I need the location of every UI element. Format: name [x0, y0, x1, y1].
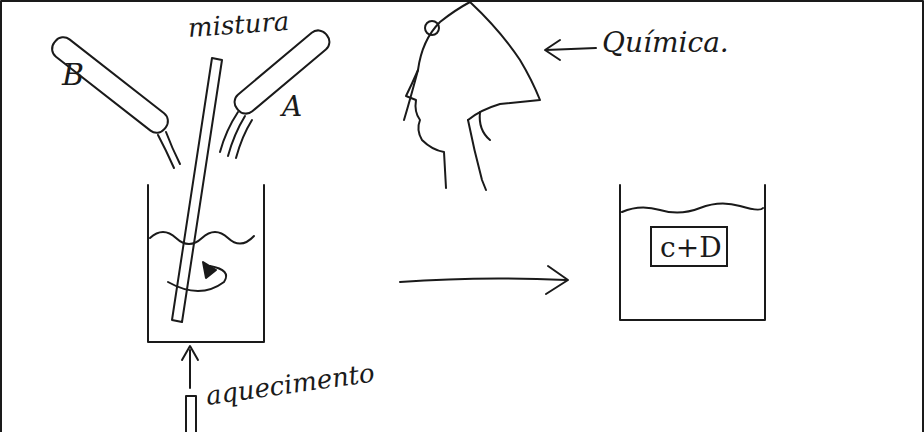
pour-stream: [166, 132, 180, 164]
person-label: Química.: [602, 28, 729, 59]
stirring-rod: [172, 58, 222, 322]
beaker: [148, 185, 264, 342]
chemist-head: [404, 2, 540, 190]
pour-stream: [228, 116, 245, 156]
rod-label: mistura: [187, 7, 290, 43]
node-text: c+D: [660, 233, 718, 264]
heat-arrow: [182, 346, 198, 360]
arrowhead: [203, 262, 216, 278]
liquid-surface: [622, 203, 763, 212]
stirring-arrow: [168, 266, 226, 291]
arrowhead: [545, 40, 560, 60]
beaker: [620, 185, 765, 320]
pour-stream: [236, 120, 252, 158]
reaction-arrow: [400, 278, 566, 282]
tube-label: A: [282, 92, 302, 123]
pointer-arrow: [546, 48, 596, 50]
arrowhead: [546, 266, 568, 294]
content-box: c+D: [650, 226, 728, 267]
heat-arrow: [189, 350, 191, 388]
pour-stream: [220, 112, 238, 152]
tube-label: B: [62, 58, 84, 91]
heat-label: aquecimento: [204, 358, 376, 410]
burner: [186, 396, 196, 432]
pour-stream: [158, 135, 174, 168]
liquid-surface: [150, 232, 254, 244]
test-tube: [48, 33, 172, 137]
